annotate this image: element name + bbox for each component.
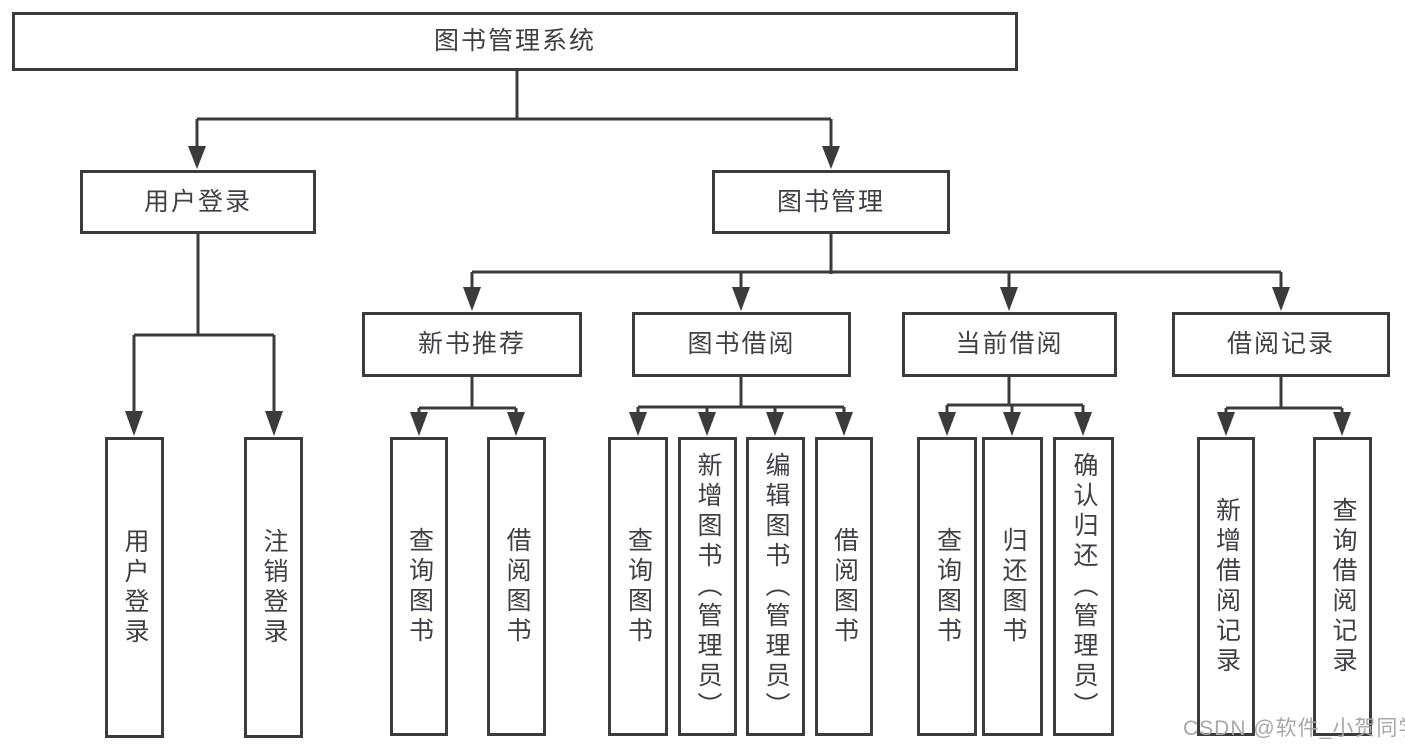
arrow-icon <box>1000 287 1018 311</box>
node-label: 用户登录 <box>143 187 252 216</box>
connector-path <box>132 71 1344 414</box>
leaf-query-books-current: 查询图书 <box>917 437 977 736</box>
node-label: 归还图书 <box>999 526 1027 647</box>
arrow-icon <box>410 412 428 436</box>
leaf-add-books-admin: 新增图书（管理员） <box>678 437 737 736</box>
leaf-logout: 注销登录 <box>244 437 303 738</box>
arrow-icon <box>766 412 784 436</box>
node-label: 用户登录 <box>121 527 149 648</box>
node-current-borrowing: 当前借阅 <box>902 312 1117 377</box>
node-label: 新增借阅记录 <box>1212 496 1241 677</box>
node-label: 编辑图书（管理员） <box>762 451 790 722</box>
node-label: 新增图书（管理员） <box>694 451 722 722</box>
arrow-icon <box>125 411 143 436</box>
node-label: 确认归还（管理员） <box>1070 451 1098 722</box>
node-label: 借阅记录 <box>1226 330 1335 358</box>
node-book-management: 图书管理 <box>712 170 950 234</box>
csdn-watermark: CSDN @软件_小贺同学 <box>1183 717 1405 740</box>
arrow-icon <box>732 287 750 311</box>
leaf-edit-books-admin: 编辑图书（管理员） <box>746 437 805 736</box>
node-label: 新书推荐 <box>417 330 526 358</box>
arrow-icon <box>835 412 853 436</box>
arrow-icon <box>1074 412 1092 436</box>
arrow-icon <box>1272 287 1290 311</box>
leaf-query-books-newbook: 查询图书 <box>390 437 448 736</box>
node-library-management-system: 图书管理系统 <box>12 12 1018 71</box>
arrowheads <box>125 146 1351 436</box>
leaf-user-login: 用户登录 <box>105 437 164 738</box>
node-label: 查询图书 <box>624 526 653 647</box>
leaf-query-books-borrow: 查询图书 <box>608 437 668 736</box>
node-label: 图书借阅 <box>687 330 796 358</box>
arrow-icon <box>188 146 206 169</box>
arrow-icon <box>507 412 525 436</box>
arrow-icon <box>1333 412 1351 436</box>
leaf-query-borrow-record: 查询借阅记录 <box>1313 437 1372 736</box>
node-label: 当前借阅 <box>955 330 1064 358</box>
node-label: 查询图书 <box>405 526 434 647</box>
node-borrowing-records: 借阅记录 <box>1172 312 1390 377</box>
node-user-login: 用户登录 <box>80 170 316 234</box>
arrow-icon <box>629 412 647 436</box>
leaf-borrow-books-newbook: 借阅图书 <box>487 437 546 736</box>
arrow-icon <box>265 411 283 436</box>
leaf-return-books: 归还图书 <box>982 437 1043 736</box>
arrow-icon <box>938 412 956 436</box>
arrow-icon <box>1217 412 1235 436</box>
arrow-icon <box>1003 412 1021 436</box>
node-label: 借阅图书 <box>503 526 531 647</box>
arrow-icon <box>463 287 481 311</box>
node-new-book-recommendation: 新书推荐 <box>362 312 582 377</box>
leaf-add-borrow-record: 新增借阅记录 <box>1197 437 1255 736</box>
node-label: 图书管理系统 <box>433 27 596 55</box>
node-label: 借阅图书 <box>830 526 859 647</box>
leaf-confirm-return-admin: 确认归还（管理员） <box>1053 437 1114 736</box>
node-label: 注销登录 <box>260 527 288 648</box>
arrow-icon <box>698 412 716 436</box>
leaf-borrow-books: 借阅图书 <box>815 437 873 736</box>
node-label: 查询借阅记录 <box>1329 496 1357 677</box>
arrow-icon <box>822 146 840 169</box>
node-label: 查询图书 <box>933 526 962 647</box>
node-book-borrowing: 图书借阅 <box>632 312 851 377</box>
node-label: 图书管理 <box>776 187 885 216</box>
